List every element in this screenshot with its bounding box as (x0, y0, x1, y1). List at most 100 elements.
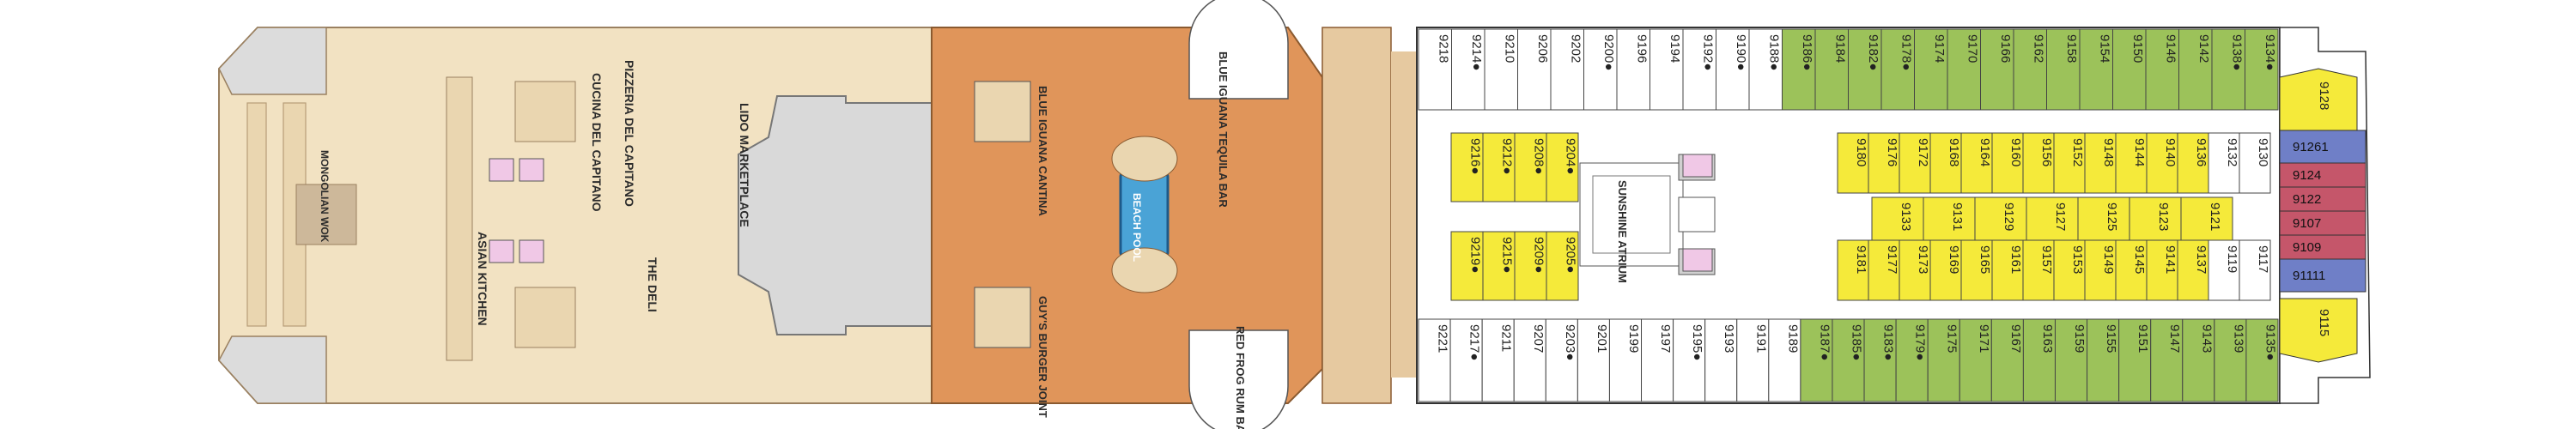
cabin-number: 9169 (1947, 245, 1961, 274)
cabin-inner: 9131 (1923, 196, 1976, 241)
suite-label: 9115 (2317, 309, 2331, 336)
cabin-number: 9119 (2225, 245, 2239, 273)
cabin-number: 9189 (1785, 324, 1800, 353)
cabin-number: 9217● (1467, 324, 1482, 360)
cabin-number: 9127 (2053, 202, 2068, 231)
cabin-inner: 9215● (1482, 231, 1516, 301)
bow-suite: 91111 (2279, 258, 2366, 293)
cabin-number: 9144 (2132, 138, 2147, 166)
cabin-inner: 9172 (1899, 132, 1931, 194)
lido-deck-area (218, 27, 1010, 404)
cabin-inner: 9165 (1960, 239, 1993, 301)
cabin-number: 9137 (2194, 245, 2208, 274)
cabin-bottom: 9199 (1608, 318, 1643, 402)
cabin-inner: 9164 (1960, 132, 1993, 194)
cabin-number: 9177 (1885, 245, 1899, 274)
cabin-number: 9125 (2105, 202, 2119, 231)
elevator-box (1682, 154, 1713, 178)
cabin-number: 9212● (1500, 138, 1515, 174)
cabin-bottom: 9187● (1800, 318, 1833, 402)
cabin-number: 9180 (1854, 138, 1868, 166)
cabin-inner: 9136 (2177, 132, 2209, 194)
cabin-bottom: 9203● (1545, 318, 1578, 402)
cabin-number: 9214● (1469, 34, 1484, 70)
cabin-number: 9136 (2194, 138, 2208, 166)
cabin-bottom: 9195● (1673, 318, 1706, 402)
cabin-number: 9219● (1468, 237, 1483, 273)
cabin-bottom: 9143 (2182, 318, 2215, 402)
cabin-top: 9178● (1880, 28, 1915, 111)
cabin-bottom: 9193 (1704, 318, 1738, 402)
mongolian-label: MONGOLIAN WOK (319, 150, 331, 243)
cabin-inner: 9212● (1482, 132, 1516, 202)
cabin-bottom: 9171 (1959, 318, 1992, 402)
cabin-inner: 9141 (2146, 239, 2178, 301)
cabin-top: 9206 (1517, 28, 1552, 111)
cabin-number: 9188● (1766, 34, 1781, 70)
cabin-inner: 9149 (2084, 239, 2117, 301)
cabin-bottom: 9189 (1768, 318, 1801, 402)
cabin-bottom: 9207 (1513, 318, 1546, 402)
cabin-inner: 9161 (1991, 239, 2024, 301)
cabin-top: 9196 (1616, 28, 1650, 111)
cabin-number: 9170 (1965, 34, 1979, 63)
cabin-number: 9155 (2104, 324, 2118, 353)
cabin-inner: 9125 (2077, 196, 2130, 241)
cabin-inner: 9204● (1546, 132, 1579, 202)
cabin-number: 9172 (1916, 138, 1930, 166)
cabin-number: 9148 (2101, 138, 2116, 166)
cabin-inner: 9209● (1514, 231, 1547, 301)
cabin-number: 9190● (1734, 34, 1748, 70)
cabin-number: 9168 (1947, 138, 1961, 166)
cabin-top: 9184 (1814, 28, 1849, 111)
cabin-bottom: 9211 (1481, 318, 1515, 402)
cabin-number: 9162 (2031, 34, 2045, 63)
red-frog-bar (1188, 329, 1289, 429)
cabin-number: 9135● (2263, 324, 2277, 360)
red-frog-label: RED FROG RUM BAR (1234, 326, 1247, 429)
cabin-number: 9161 (2008, 245, 2023, 274)
cabin-number: 9141 (2163, 245, 2178, 274)
cabin-top: 9182● (1848, 28, 1882, 111)
cabin-top: 9162 (2013, 28, 2047, 111)
cabin-number: 9134● (2263, 34, 2277, 70)
cabin-inner: 9148 (2084, 132, 2117, 194)
cabin-inner: 9121 (2180, 196, 2233, 241)
pool-deck-area (931, 0, 1366, 429)
cabin-number: 9173 (1916, 245, 1930, 274)
cabin-number: 9121 (2208, 202, 2222, 231)
burger-box (974, 287, 1031, 348)
cabin-inner: 9168 (1929, 132, 1962, 194)
cabin-number: 9156 (2039, 138, 2054, 166)
cabin-inner: 9173 (1899, 239, 1931, 301)
blue-iguana-bar-label: BLUE IGUANA TEQUILA BAR (1217, 51, 1230, 208)
cabin-inner: 9127 (2026, 196, 2079, 241)
cabin-number: 9210 (1502, 34, 1516, 63)
cabin-inner: 9145 (2115, 239, 2148, 301)
cabin-top: 9202 (1550, 28, 1584, 111)
cabin-top: 9138● (2211, 28, 2245, 111)
cabin-inner: 9160 (1991, 132, 2024, 194)
cabin-number: 9187● (1817, 324, 1832, 360)
cabin-number: 9129 (2002, 202, 2016, 231)
suite-number: 91261 (2293, 140, 2329, 154)
asian-label: ASIAN KITCHEN (476, 232, 489, 326)
cabin-number: 9151 (2136, 324, 2150, 353)
cabin-number: 9193 (1722, 324, 1736, 353)
cabin-top: 9194 (1649, 28, 1684, 111)
cabin-top: 9210 (1484, 28, 1518, 111)
cabin-number: 9160 (2008, 138, 2023, 166)
cabin-number: 9167 (2008, 324, 2023, 353)
cabin-top: 9190● (1716, 28, 1750, 111)
cabin-number: 9158 (2064, 34, 2079, 63)
cabin-top: 9134● (2245, 28, 2279, 111)
cabin-bottom: 9155 (2087, 318, 2120, 402)
cabin-number: 9174 (1932, 34, 1947, 63)
cabin-inner: 9130 (2239, 132, 2271, 194)
cabin-number: 9133 (1899, 202, 1913, 231)
suite-number: 91111 (2293, 269, 2325, 283)
cabin-number: 9152 (2070, 138, 2085, 166)
bow-suite: 9107 (2279, 210, 2366, 236)
cabin-number: 9208● (1532, 138, 1546, 174)
